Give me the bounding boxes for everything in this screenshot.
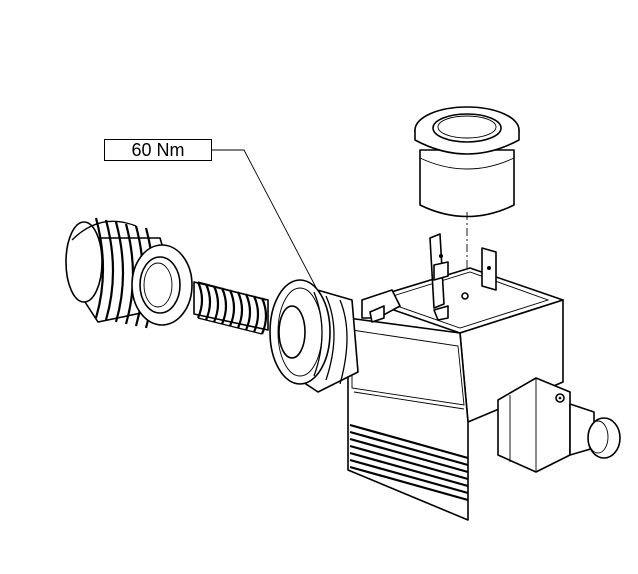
solenoid-coil-housing [347, 267, 564, 521]
coil-cap-nut [414, 106, 520, 218]
valve-tube-nut [269, 279, 359, 393]
torque-callout-box: 60 Nm [104, 139, 212, 161]
coil-terminal-pins [429, 233, 497, 321]
compression-spring [193, 281, 269, 335]
coil-housing-ribs [349, 423, 469, 502]
valve-outlet-fitting [497, 377, 621, 473]
bellows-sleeve [65, 217, 193, 329]
